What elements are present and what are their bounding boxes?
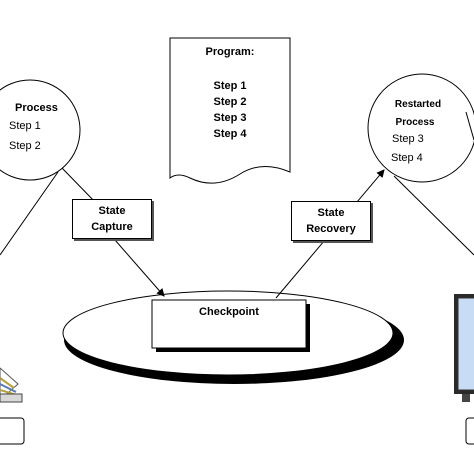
monitor-icon bbox=[454, 294, 474, 402]
restarted-edge-right bbox=[465, 111, 474, 141]
program-title: Program: bbox=[205, 46, 255, 58]
state-capture-line-1: State bbox=[98, 205, 126, 217]
printer-icon bbox=[0, 367, 23, 403]
state-recovery-line-2: Recovery bbox=[306, 223, 356, 235]
process-step-2: Step 2 bbox=[9, 140, 41, 152]
program-step-4: Step 4 bbox=[213, 128, 247, 140]
restarted-line-right bbox=[393, 175, 474, 256]
restarted-title-line-1: Restarted bbox=[394, 99, 442, 110]
process-line-capture bbox=[61, 167, 99, 206]
state-recovery-line-1: State bbox=[317, 207, 345, 219]
program-step-2: Step 2 bbox=[213, 96, 247, 108]
checkpoint-label: Checkpoint bbox=[199, 306, 259, 318]
process-circle bbox=[0, 79, 81, 181]
process-title: Process bbox=[15, 102, 58, 114]
state-capture-line-2: Capture bbox=[91, 221, 133, 233]
restarted-title-line-2: Process bbox=[395, 117, 435, 128]
left-bottom-box bbox=[0, 417, 25, 445]
program-step-3: Step 3 bbox=[213, 112, 247, 124]
restarted-step-3: Step 3 bbox=[392, 133, 424, 145]
right-bottom-box bbox=[465, 417, 474, 445]
state-recovery-box: State Recovery bbox=[291, 201, 371, 241]
restarted-step-4: Step 4 bbox=[391, 152, 423, 164]
program-document-shape bbox=[169, 37, 291, 184]
state-capture-arrow bbox=[114, 239, 165, 297]
checkpoint-box bbox=[151, 299, 307, 349]
program-step-1: Step 1 bbox=[213, 80, 247, 92]
process-line-left bbox=[0, 171, 59, 256]
restarted-process-circle bbox=[367, 73, 474, 183]
process-step-1: Step 1 bbox=[9, 120, 41, 132]
state-capture-box: State Capture bbox=[72, 199, 152, 239]
